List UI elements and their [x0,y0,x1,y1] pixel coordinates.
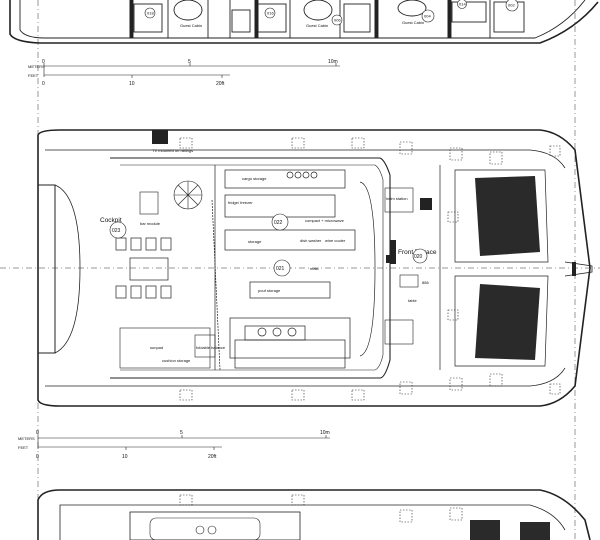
helm-elements [139,130,432,264]
scale-m-tick: 0 [36,430,39,436]
scale-meters-label: METERS [28,64,45,69]
main-deck-labels: Cockpit 023 022 021 Front Terrace 020 ba… [100,148,437,363]
room-number: 014 [459,2,466,7]
scale-bar-mid: METERS FEET 0 5 10m 0 10 20ft [18,430,330,460]
cabin-label: Guest Cabin [180,23,202,28]
cargo-storage-label: cargo storage [242,176,267,181]
scale-ft-tick: 20ft [208,454,217,460]
scale-ft-tick: 20ft [216,81,225,87]
scale-ft-tick: 10 [122,454,128,460]
scale-m-tick: 5 [180,430,183,436]
main-deck-view [37,129,593,407]
fridge-freezer-label: fridge/ freezer [228,200,253,205]
flybridge-view [37,489,591,540]
room-marker [421,9,435,23]
room-number: 006 [334,18,341,23]
deck-hatches [179,137,561,401]
scale-m-tick: 10m [320,430,330,436]
lower-deck-view [9,0,599,44]
bar-module-label: bar module [140,221,161,226]
scale-m-tick: 5 [188,59,191,65]
mast-label: mast [310,266,320,271]
galley-layout [211,165,376,371]
scale-ft-tick: 10 [129,81,135,87]
front-terrace-number: 020 [414,254,423,260]
room-marker [264,7,276,19]
room-marker [144,7,156,19]
aft-lounge [119,187,419,369]
saloon-marker [273,259,291,277]
scale-feet-label: FEET [18,445,29,450]
room-marker [505,0,519,12]
scale-m-tick: 0 [42,59,45,65]
room-number: 018 [147,11,154,16]
table-label: table [408,298,417,303]
galley-marker [271,213,289,231]
cockpit-number: 023 [112,228,121,234]
cockpit-dining-set [115,237,172,299]
foldable-balance-label: foldable balance [196,345,226,350]
room-number: 016 [267,11,274,16]
cabin-label: Guest Cabin [402,20,424,25]
helm-station-label: helm station [386,196,408,201]
cabin-label: Guest Cabin [306,23,328,28]
trampoline-nets [475,176,540,360]
scale-ft-tick: 0 [42,81,45,87]
lower-deck-labels: 018 016 006 004 014 002 Guest Cabin Gues… [144,0,519,28]
wine-cooler-label: wine cooler [325,238,346,243]
scale-ft-tick: 0 [36,454,39,460]
scale-bar-top: METERS FEET 0 5 10m 0 10 20ft [28,59,340,87]
marker-886: 886 [422,280,429,285]
cockpit-marker [109,221,127,239]
saloon-number: 021 [276,266,285,272]
room-marker [331,14,343,26]
scale-m-tick: 10m [328,59,338,65]
cockpit-label: Cockpit [100,217,122,224]
pouf-storage-label: pouf storage [258,288,281,293]
room-number: 004 [424,14,431,19]
dish-washer-label: dish washer [300,238,322,243]
spiral-staircase [173,180,203,210]
scale-meters-label: METERS [18,436,35,441]
front-terrace-marker [412,248,428,264]
compact-microwave-label: compact + microwave [305,218,345,223]
scale-feet-label: FEET [28,73,39,78]
storage-label: storage [248,239,262,244]
room-marker [457,0,467,9]
sunpad-label: sunpad [150,345,163,350]
room-number: 002 [508,3,515,8]
cushion-storage-label: cushion storage [162,358,191,363]
tv-mounted-label: TV mounted on railings [152,148,193,153]
galley-number: 022 [274,220,283,226]
